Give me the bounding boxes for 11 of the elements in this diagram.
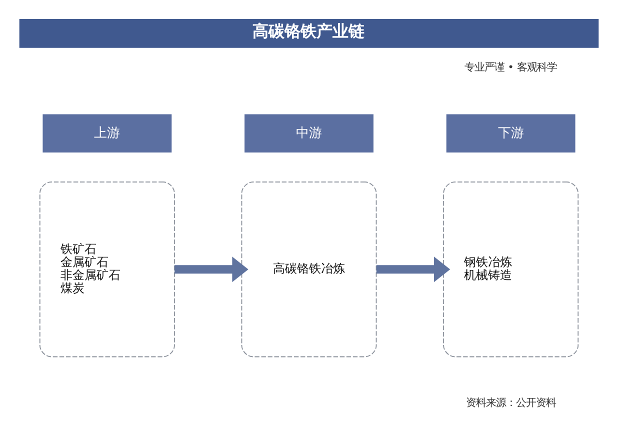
node-box: 上游 bbox=[42, 114, 172, 152]
node-box: 下游 bbox=[446, 114, 576, 152]
label: 资料来源：公开资料 bbox=[466, 396, 556, 409]
arrow bbox=[174, 256, 248, 282]
node-box: 高碳铬铁冶炼 bbox=[241, 181, 377, 357]
diagram-title: 高碳铬铁产业链 bbox=[252, 20, 364, 40]
node-box: 中游 bbox=[244, 114, 374, 152]
label: 专业严谨 • 客观科学 bbox=[464, 61, 558, 74]
node-box: 钢铁冶炼 机械铸造 bbox=[443, 181, 579, 357]
arrow bbox=[376, 256, 450, 282]
node-box: 铁矿石 金属矿石 非金属矿石 煤炭 bbox=[39, 181, 175, 357]
